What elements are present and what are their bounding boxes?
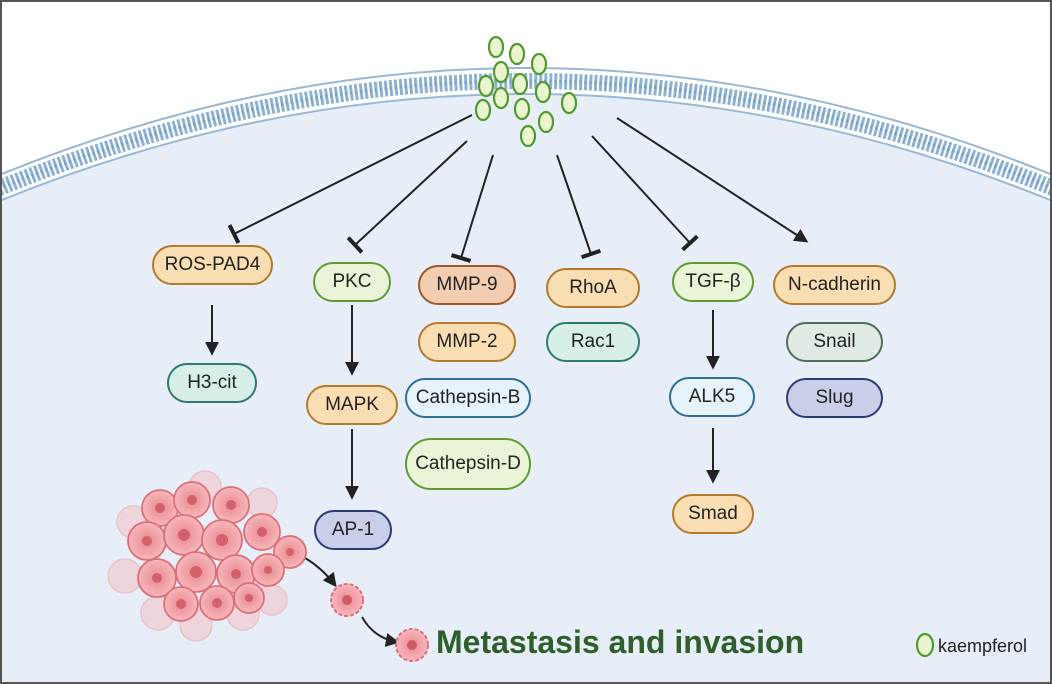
node-pkc: PKC: [313, 262, 391, 302]
node-slug: Slug: [786, 378, 883, 418]
node-cathepsin-b: Cathepsin-B: [405, 378, 531, 418]
node-rac1: Rac1: [546, 322, 640, 362]
node-snail: Snail: [786, 322, 883, 362]
node-tgf-beta: TGF-β: [672, 262, 754, 302]
tumor-mass-icon: [107, 470, 307, 642]
node-mapk: MAPK: [306, 385, 398, 425]
metastatic-cell-icon: [395, 628, 429, 662]
arrow-cell-to-metastasis: [361, 616, 400, 647]
node-h3-cit: H3-cit: [167, 363, 257, 403]
node-n-cadherin: N-cadherin: [773, 265, 896, 305]
arrow-tumor-to-cell: [304, 557, 337, 588]
node-mmp2: MMP-2: [418, 322, 516, 362]
node-ros-pad4: ROS-PAD4: [152, 245, 273, 285]
arrow-to-pkc: [346, 140, 468, 254]
kaempferol-cluster: [474, 35, 578, 148]
node-mmp9: MMP-9: [418, 265, 516, 305]
migrating-cell-icon: [330, 583, 364, 617]
node-cathepsin-d: Cathepsin-D: [405, 438, 531, 490]
outcome-title: Metastasis and invasion: [436, 624, 805, 660]
kaempferol-legend-icon: [915, 632, 935, 658]
arrow-to-tgfb: [591, 135, 699, 252]
node-alk5: ALK5: [669, 377, 755, 417]
node-ap1: AP-1: [314, 510, 392, 550]
arrow-to-rhoa: [556, 154, 602, 260]
arrow-to-n-cadherin: [616, 117, 809, 243]
node-smad: Smad: [672, 494, 754, 534]
arrow-to-mmp9: [450, 154, 494, 263]
arrow-to-ros-pad4: [227, 114, 473, 244]
legend-label: kaempferol: [938, 636, 1028, 656]
node-rhoa: RhoA: [546, 268, 640, 308]
